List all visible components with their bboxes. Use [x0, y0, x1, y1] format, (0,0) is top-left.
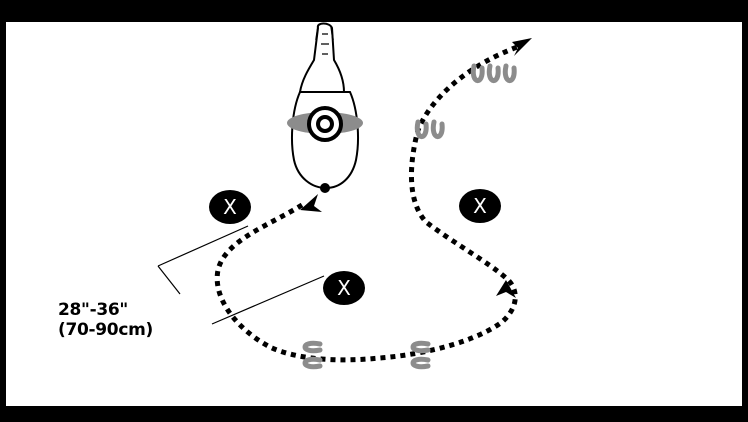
diagram-background: [6, 22, 742, 406]
distance-inches: 28"-36": [58, 300, 198, 320]
svg-text:X: X: [473, 194, 487, 218]
svg-text:X: X: [223, 195, 237, 219]
x-marker: X: [323, 271, 365, 305]
distance-label: 28"-36" (70-90cm): [58, 300, 198, 340]
svg-text:X: X: [337, 276, 351, 300]
x-marker: X: [209, 190, 251, 224]
distance-centimeters: (70-90cm): [58, 320, 198, 340]
x-marker: X: [459, 189, 501, 223]
